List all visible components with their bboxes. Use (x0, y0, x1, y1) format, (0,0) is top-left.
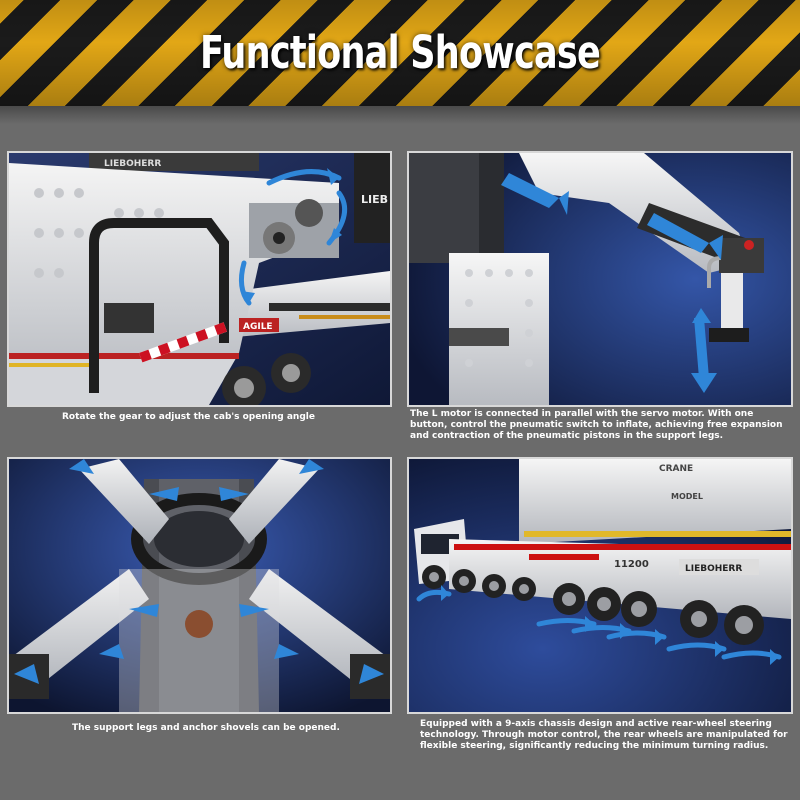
caption-cab-gear: Rotate the gear to adjust the cab's open… (62, 412, 315, 422)
model-label-11200: 11200 (614, 559, 649, 570)
caption-support-legs: The support legs and anchor shovels can … (72, 723, 340, 733)
model-label-lieboherr-truck: LIEBOHERR (685, 564, 742, 574)
model-label-lieb: LIEB (361, 193, 388, 206)
caption-pneumatic: The L motor is connected in parallel wit… (410, 409, 783, 441)
chassis-steering-photo: CRANE MODEL 11200 LIEBOHERR (409, 459, 791, 712)
model-label-crane: CRANE (659, 464, 693, 474)
page-title: Functional Showcase (199, 26, 601, 79)
model-label-agile: AGILE (243, 322, 273, 332)
model-label-lieboherr: LIEBOHERR (104, 159, 161, 169)
hazard-stripe-banner (0, 0, 800, 106)
panel-cab-gear: LIEBOHERR LIEB AGILE (7, 151, 392, 407)
cab-gear-photo: LIEBOHERR LIEB AGILE (9, 153, 390, 405)
pneumatic-leg-photo (409, 153, 791, 405)
banner-shade (0, 0, 800, 106)
panel-pneumatic (407, 151, 793, 407)
model-label-model: MODEL (671, 492, 703, 501)
panel-support-legs (7, 457, 392, 714)
caption-chassis-steering: Equipped with a 9-axis chassis design an… (420, 719, 788, 751)
panel-chassis-steering: CRANE MODEL 11200 LIEBOHERR (407, 457, 793, 714)
support-legs-photo (9, 459, 390, 712)
banner-divider (0, 106, 800, 124)
